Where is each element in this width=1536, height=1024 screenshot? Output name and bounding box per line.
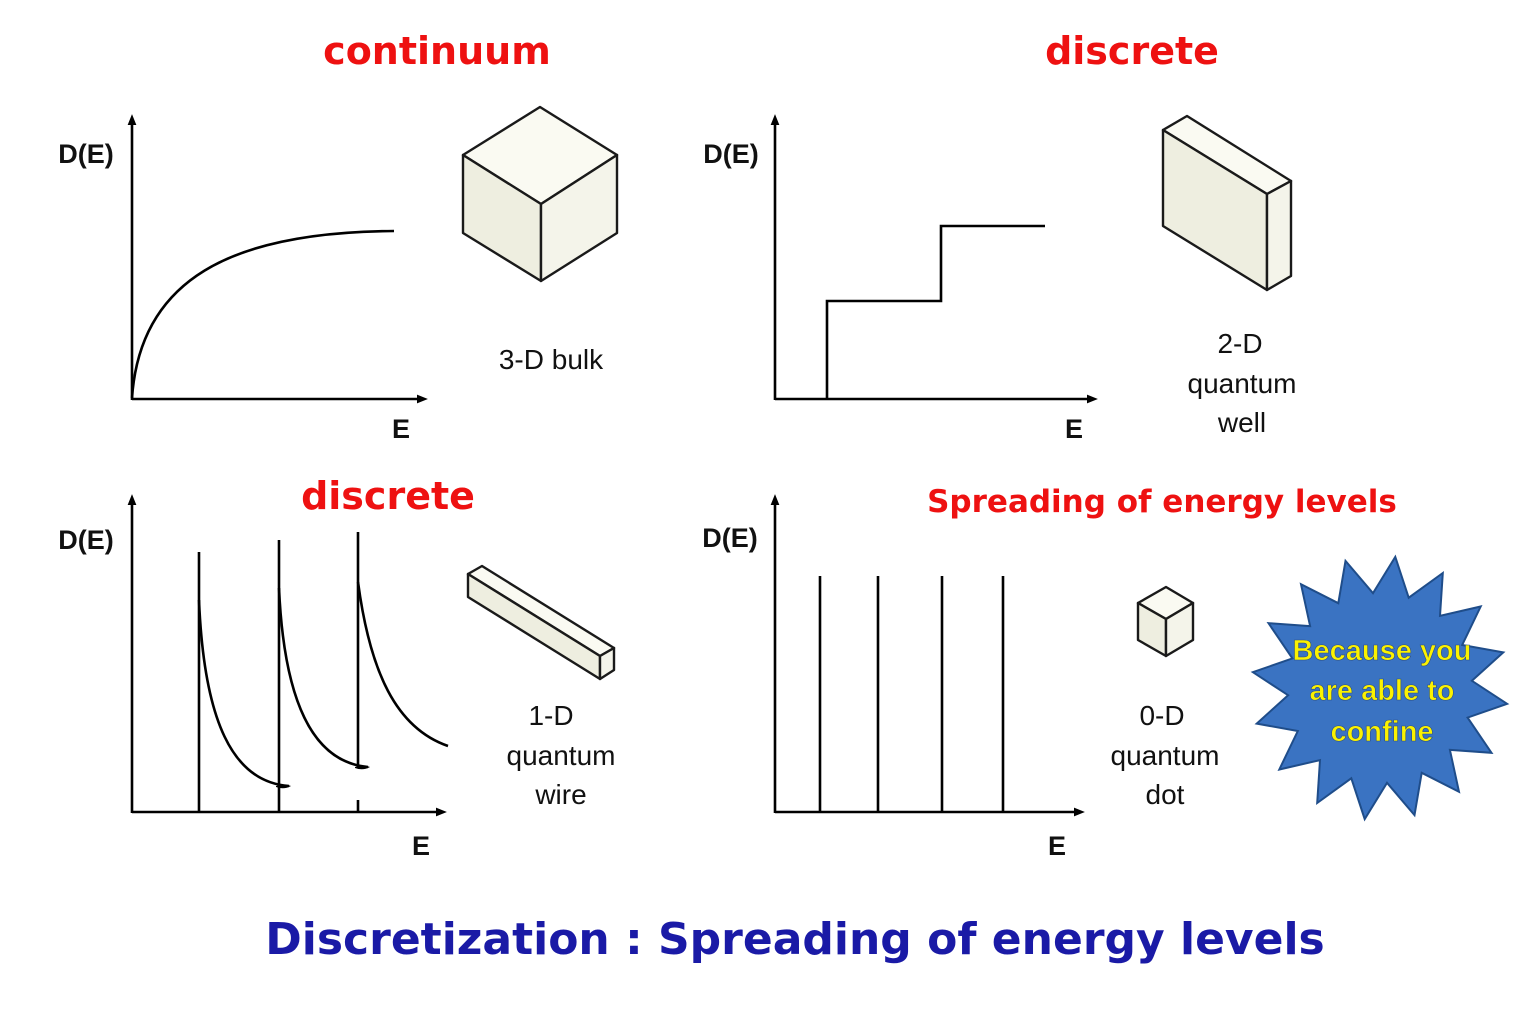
bulk-sqrt-curve — [130, 229, 395, 399]
bulk-y-label: D(E) — [58, 139, 114, 169]
dot-caption-line-2: quantum — [1111, 740, 1220, 771]
dot-caption-line-3: dot — [1146, 779, 1185, 810]
well-caption-line-2: quantum — [1188, 368, 1297, 399]
wire-x-label: E — [412, 831, 430, 861]
panel-well: discrete D(E) E 2-D quantum well — [703, 29, 1296, 444]
wire-dos-curves — [197, 532, 449, 812]
dot-delta-lines — [818, 576, 1005, 812]
starburst-shape — [1250, 554, 1510, 822]
wire-caption-line-3: wire — [534, 779, 586, 810]
panel-dot-heading: Spreading of energy levels — [927, 484, 1397, 520]
bulk-cube — [461, 105, 619, 283]
panel-wire-heading: discrete — [301, 474, 475, 518]
well-caption-line-1: 2-D — [1217, 328, 1262, 359]
slide-title: Discretization : Spreading of energy lev… — [265, 914, 1324, 965]
well-y-label: D(E) — [703, 139, 759, 169]
panel-well-heading: discrete — [1045, 29, 1219, 73]
starburst-line-1: Because you — [1293, 635, 1472, 667]
well-slab — [1161, 114, 1293, 292]
starburst-callout: Because you are able to confine — [1250, 554, 1510, 822]
well-x-label: E — [1065, 414, 1083, 444]
bulk-caption-line-1: 3-D bulk — [499, 344, 604, 375]
panel-dot: Spreading of energy levels D(E) E 0-D qu… — [702, 484, 1397, 861]
wire-caption-line-1: 1-D — [528, 700, 573, 731]
dot-cube — [1136, 585, 1195, 658]
starburst-line-2: are able to — [1309, 675, 1454, 707]
dot-y-label: D(E) — [702, 523, 758, 553]
bulk-x-label: E — [392, 414, 410, 444]
wire-bar — [466, 564, 616, 681]
well-caption-line-3: well — [1217, 407, 1266, 438]
well-step-curve — [825, 224, 1045, 399]
starburst-line-3: confine — [1330, 716, 1433, 748]
panel-bulk: continuum D(E) E 3-D bulk — [58, 29, 619, 444]
wire-caption-line-2: quantum — [507, 740, 616, 771]
panel-bulk-heading: continuum — [323, 29, 551, 73]
dot-x-label: E — [1048, 831, 1066, 861]
dot-caption-line-1: 0-D — [1139, 700, 1184, 731]
panel-wire: discrete D(E) E 1-D quantum wire — [58, 474, 615, 861]
wire-y-label: D(E) — [58, 525, 114, 555]
